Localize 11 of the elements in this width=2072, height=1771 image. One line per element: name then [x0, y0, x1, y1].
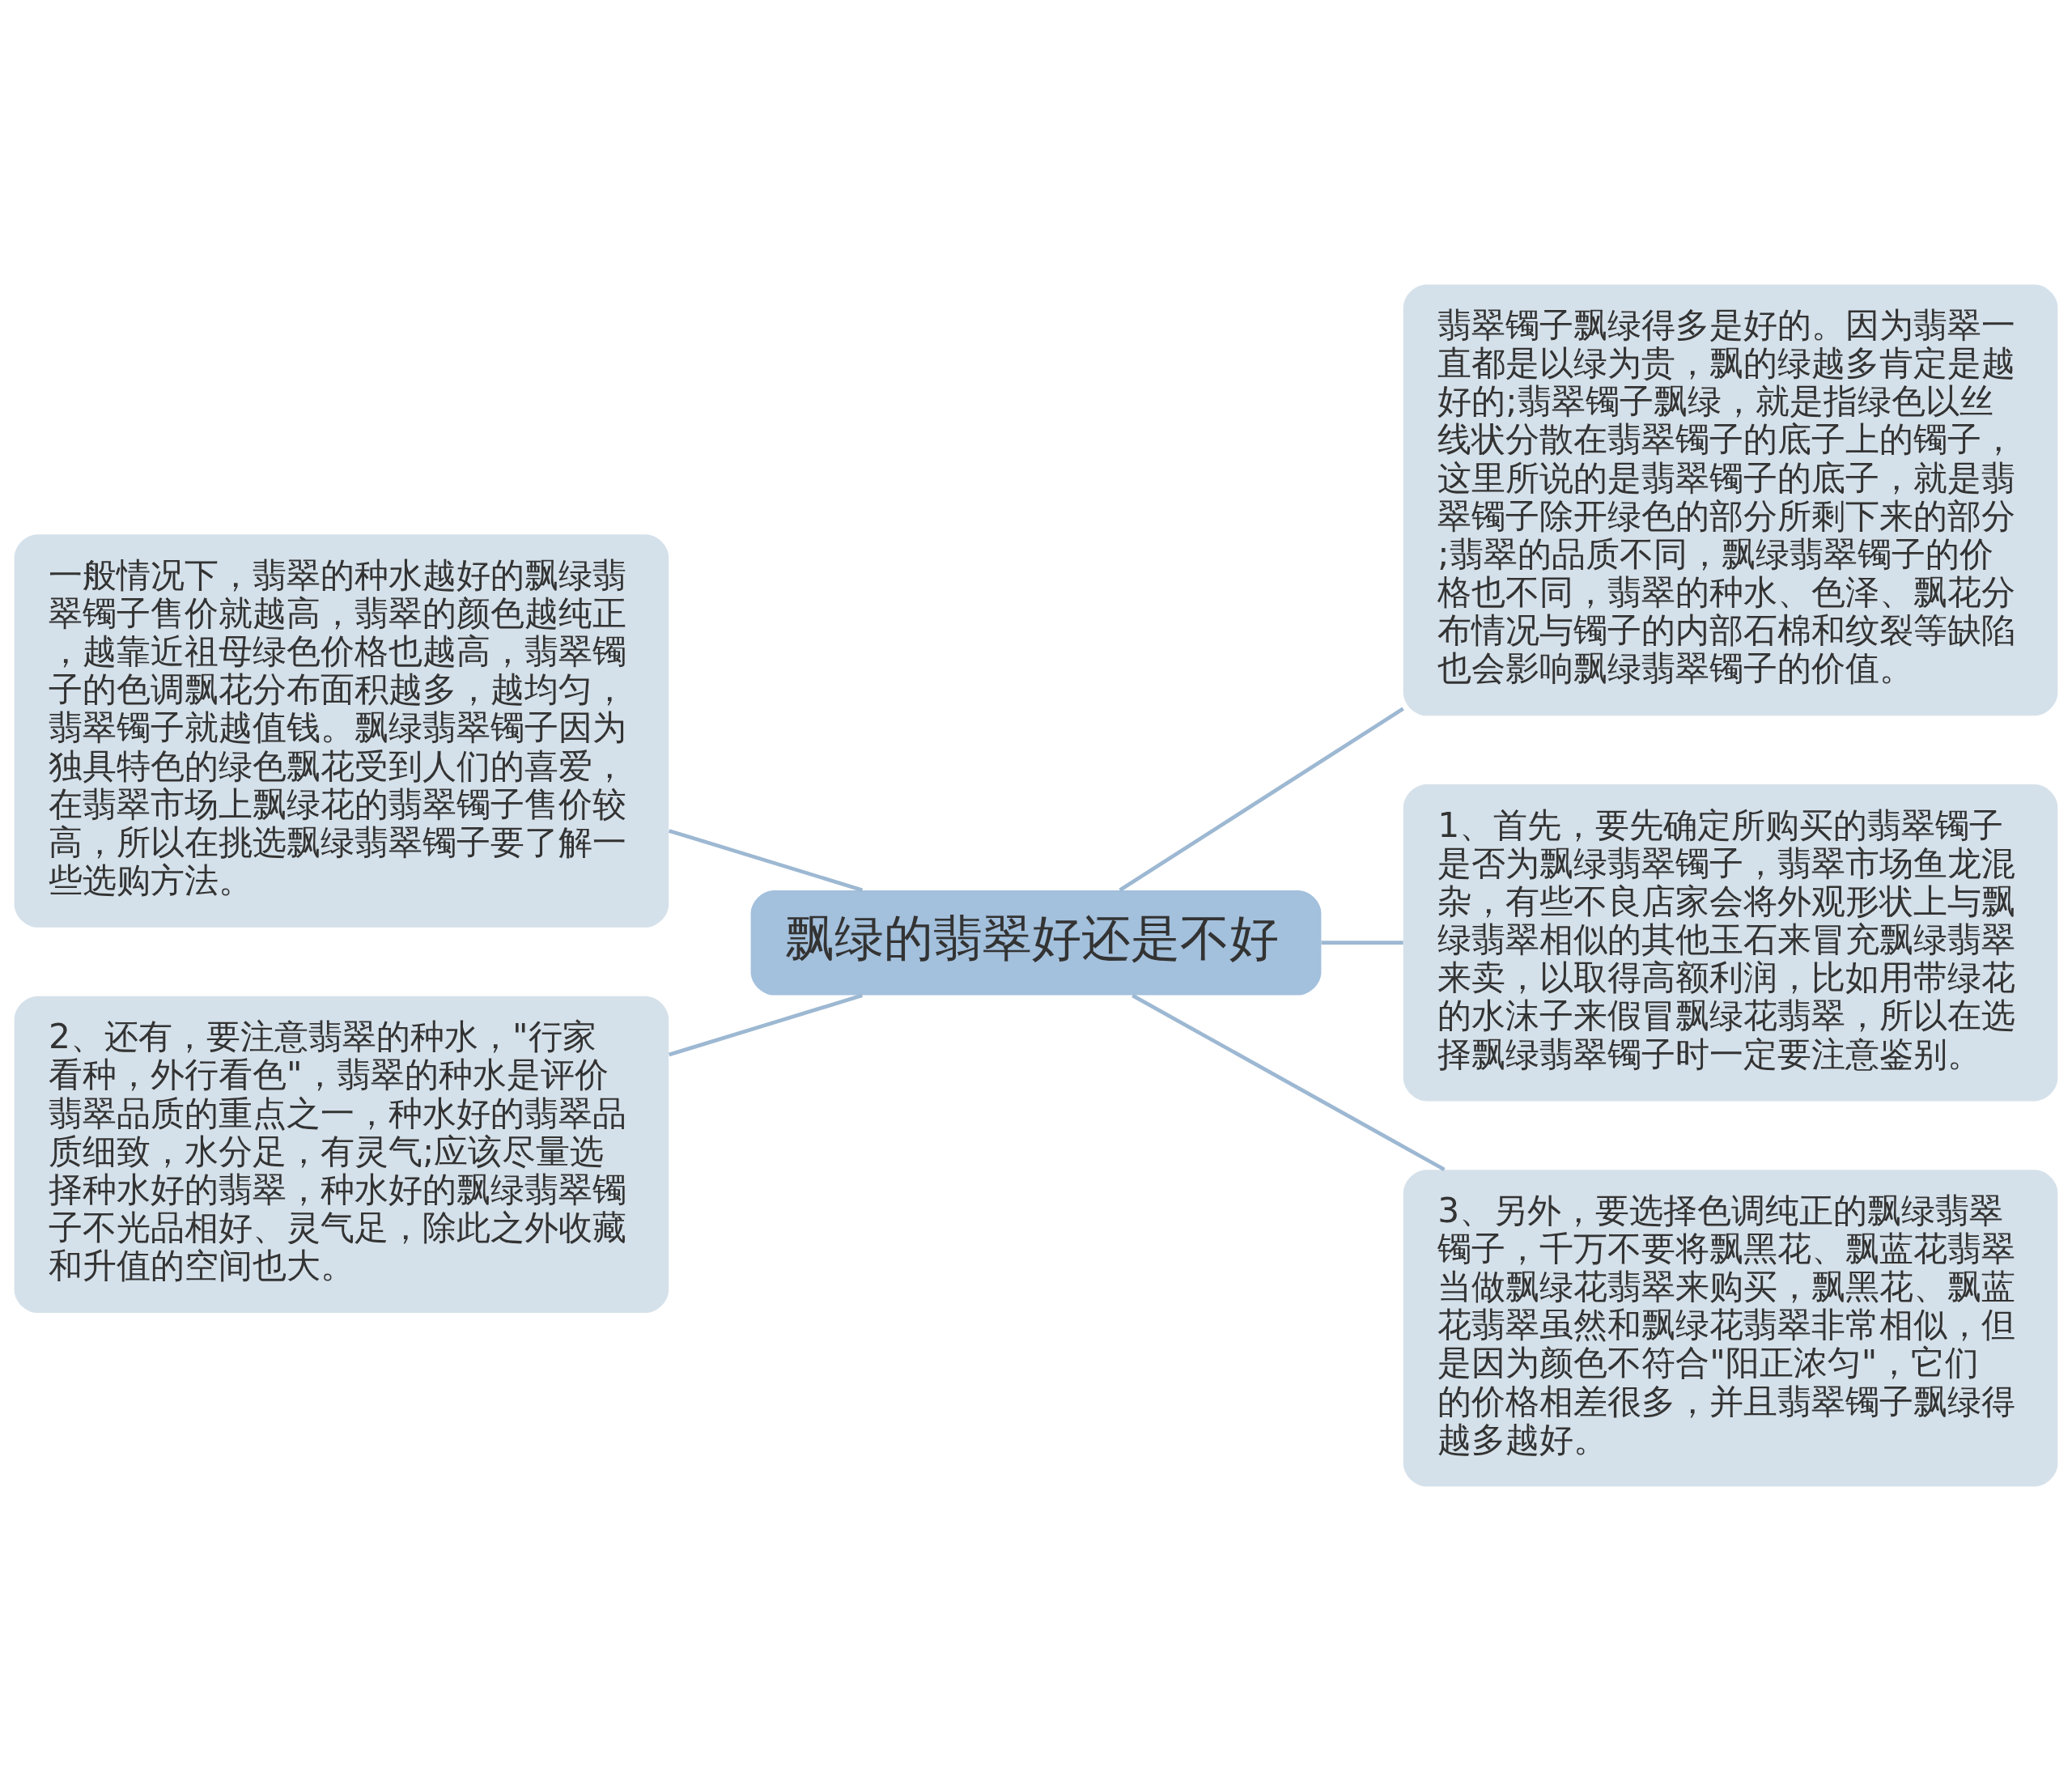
connector	[1321, 941, 1403, 945]
connector	[1132, 993, 1446, 1171]
node-box: 3、另外，要选择色调纯正的飘绿翡翠镯子，千万不要将飘黑花、飘蓝花翡翠当做飘绿花翡翠来购买，飘黑花、飘蓝花翡翠虽然和飘绿花翡翠非常相似，但是因为颜色不符合"阳正浓匀"，它们的价格相差很多，并且翡翠镯子飘绿得越多越好。	[1403, 1170, 2058, 1487]
connector	[1119, 707, 1404, 892]
node-box: 飘绿的翡翠好还是不好	[750, 890, 1322, 996]
node-box: 一般情况下，翡翠的种水越好的飘绿翡翠镯子售价就越高，翡翠的颜色越纯正，越靠近祖母绿色价格也越高，翡翠镯子的色调飘花分布面积越多，越均匀，翡翠镯子就越值钱。飘绿翡翠镯子因为独具特色的绿色飘花受到人们的喜爱，在翡翠市场上飘绿花的翡翠镯子售价较高，所以在挑选飘绿翡翠镯子要了解一些选购方法。	[14, 534, 669, 928]
node-box: 翡翠镯子飘绿得多是好的。因为翡翠一直都是以绿为贵，飘的绿越多肯定是越好的;翡翠镯子飘绿，就是指绿色以丝线状分散在翡翠镯子的底子上的镯子，这里所说的是翡翠镯子的底子，就是翡翠镯子除开绿色的部分所剩下来的部分;翡翠的品质不同，飘绿翡翠镯子的价格也不同，翡翠的种水、色泽、飘花分布情况与镯子的内部石棉和纹裂等缺陷也会影响飘绿翡翠镯子的价值。	[1403, 284, 2058, 716]
node-box: 1、首先，要先确定所购买的翡翠镯子是否为飘绿翡翠镯子，翡翠市场鱼龙混杂，有些不良店家会将外观形状上与飘绿翡翠相似的其他玉石来冒充飘绿翡翠来卖，以取得高额利润，比如用带绿花的水沫子来假冒飘绿花翡翠，所以在选择飘绿翡翠镯子时一定要注意鉴别。	[1403, 784, 2058, 1102]
node-box: 2、还有，要注意翡翠的种水，"行家看种，外行看色"，翡翠的种水是评价翡翠品质的重点之一，种水好的翡翠品质细致，水分足，有灵气;应该尽量选择种水好的翡翠，种水好的飘绿翡翠镯子不光品相好、灵气足，除此之外收藏和升值的空间也大。	[14, 996, 669, 1314]
connector	[668, 993, 864, 1057]
connector	[668, 829, 864, 892]
